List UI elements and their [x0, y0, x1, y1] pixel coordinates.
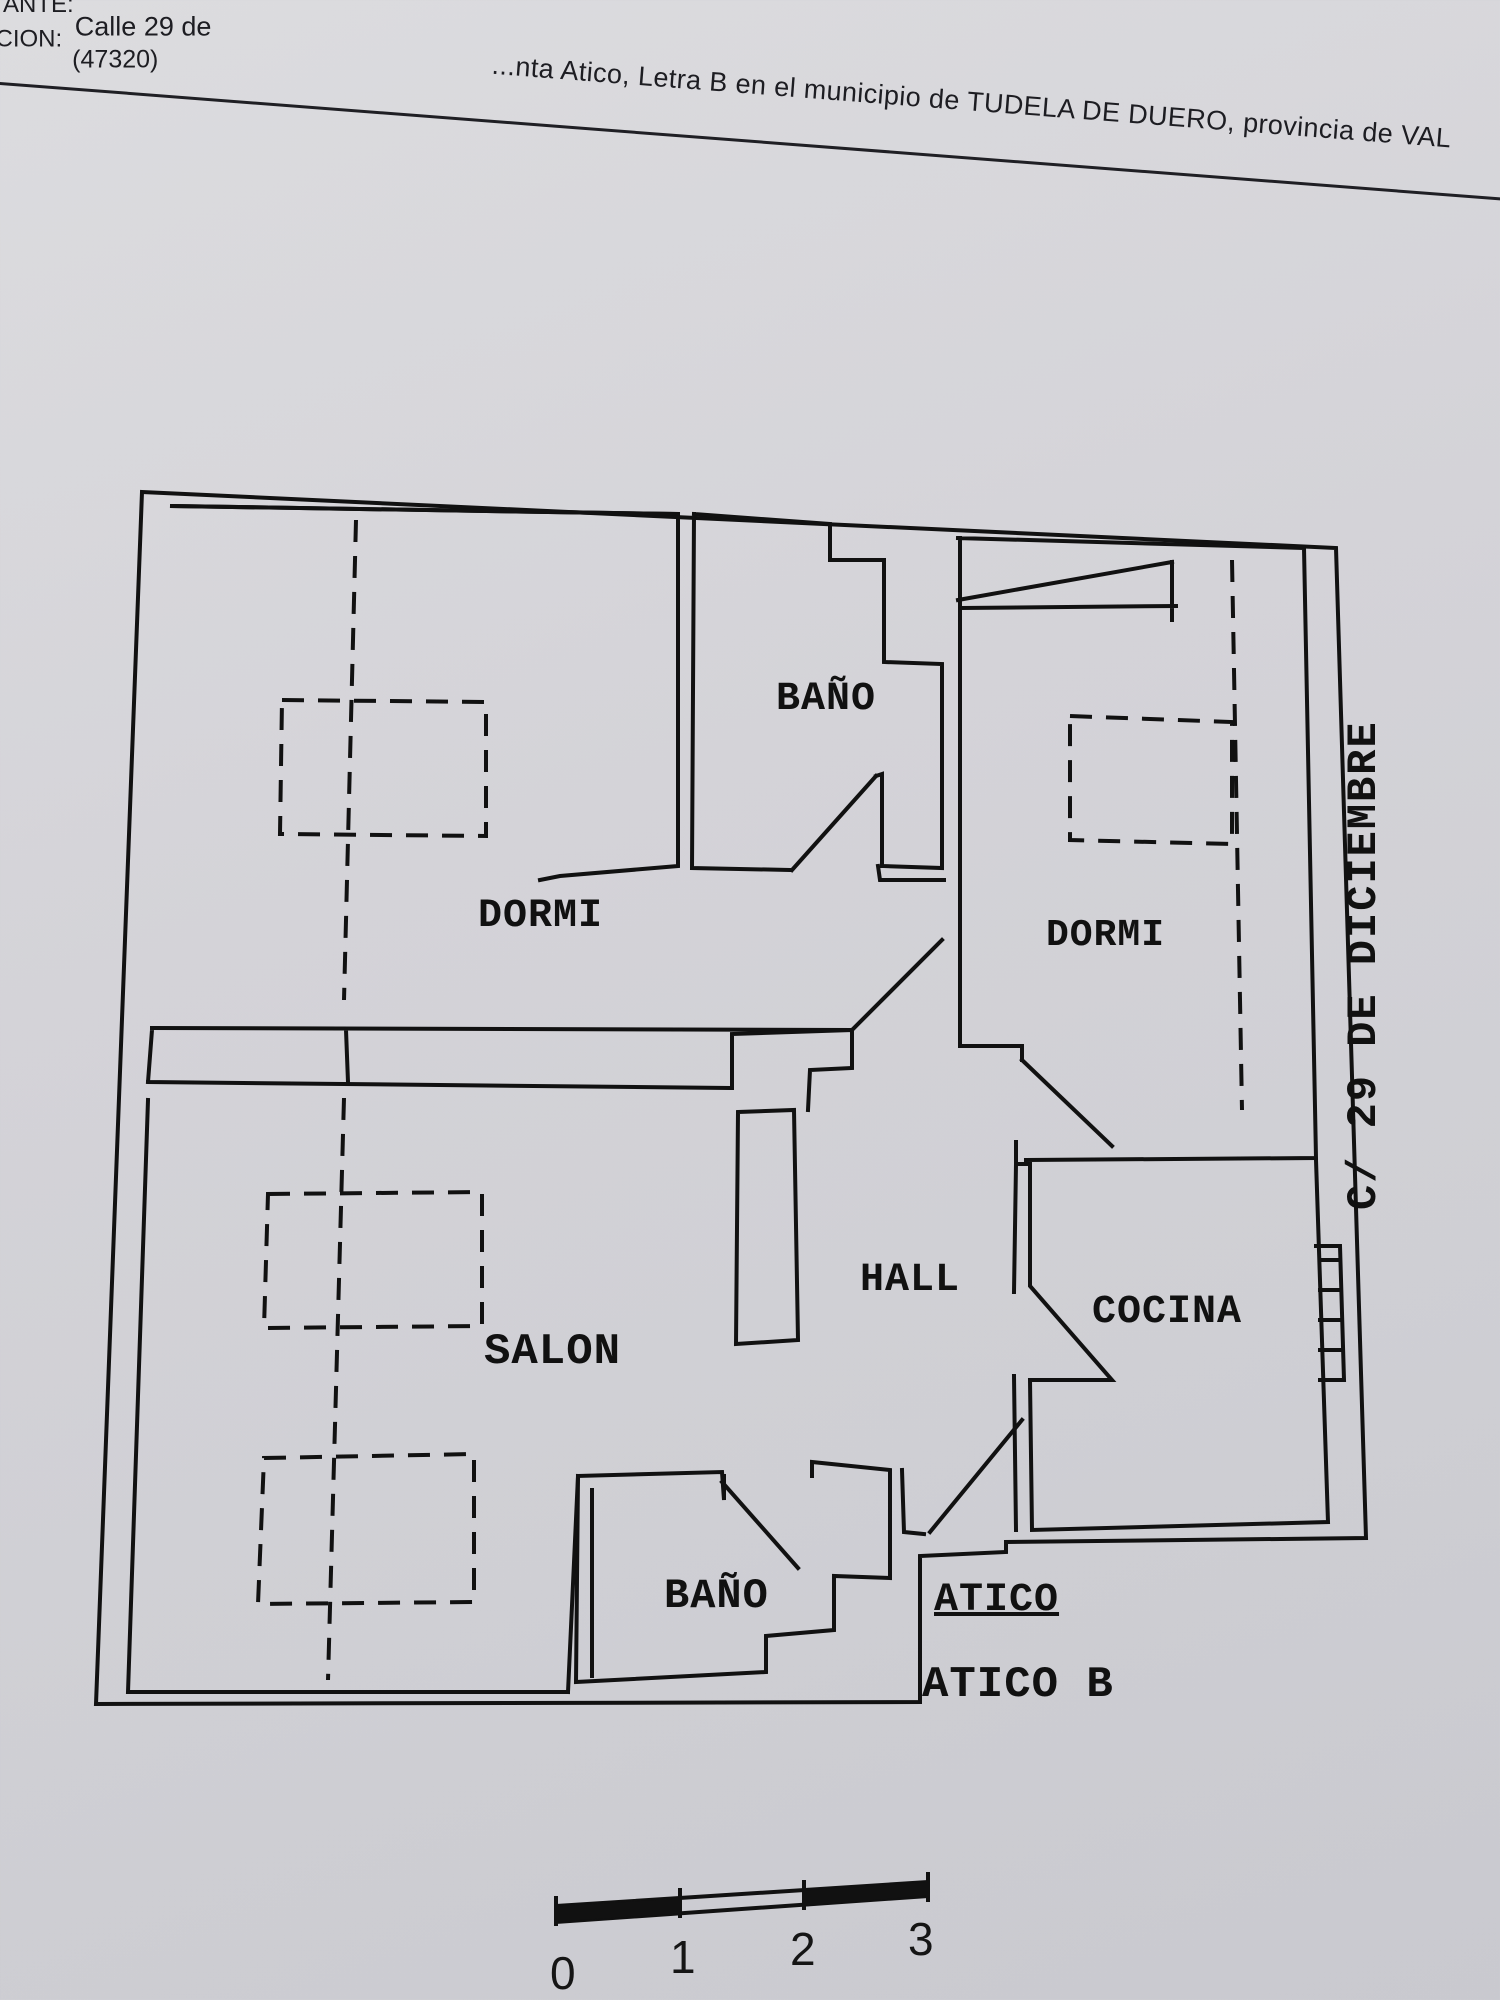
sofa-outline-2: [255, 1451, 476, 1607]
scale-label-2: 2: [790, 1923, 816, 1975]
door-dormi-left: [849, 937, 945, 1033]
axis-salon: [326, 1097, 346, 1681]
wall-hall-column: [733, 1107, 801, 1347]
room-label-dormi-right: DORMI: [1046, 914, 1166, 957]
door-bano-bot: [719, 1479, 801, 1571]
window-cocina: [1318, 1258, 1342, 1352]
scale-bar: [554, 1872, 930, 1926]
wall-salon: [125, 1097, 581, 1695]
wall-bano-top: [689, 511, 946, 882]
room-label-hall: HALL: [860, 1258, 961, 1303]
scale-label-0: 0: [550, 1947, 576, 1999]
unit-label-line-2: ATICO B: [922, 1660, 1114, 1710]
wall-cocina: [1011, 1140, 1347, 1533]
scale-bar-seg-2: [803, 1881, 929, 1907]
room-label-bano-top: BAÑO: [776, 677, 877, 722]
outer-wall-outer: [93, 489, 1369, 1707]
wall-hall-step: [730, 1027, 854, 1113]
wall-dormi-left: [145, 503, 855, 1091]
axis-dormi-right: [1230, 559, 1244, 1111]
room-label-cocina: COCINA: [1092, 1290, 1243, 1335]
door-bano-top: [789, 773, 879, 873]
door-entry: [927, 1417, 1025, 1535]
axis-dormi-left: [342, 519, 358, 1001]
room-label-salon: SALON: [484, 1327, 622, 1377]
outer-wall-inner: [169, 503, 680, 883]
bed-outline-left: [277, 697, 488, 839]
street-label: C/ 29 DE DICIEMBRE: [1340, 720, 1388, 1210]
scale-label-3: 3: [908, 1913, 934, 1965]
room-label-bano-bottom: BAÑO: [664, 1572, 769, 1620]
bed-outline-right: [1068, 713, 1234, 847]
sofa-outline-1: [261, 1189, 484, 1331]
scale-bar-seg-0: [555, 1897, 681, 1923]
door-dormi-right: [1019, 1057, 1115, 1149]
unit-label-line-1: ATICO: [934, 1578, 1060, 1623]
wall-dormi-right: [955, 535, 1319, 1163]
room-label-dormi-left: DORMI: [478, 894, 604, 939]
scale-label-1: 1: [670, 1931, 696, 1983]
